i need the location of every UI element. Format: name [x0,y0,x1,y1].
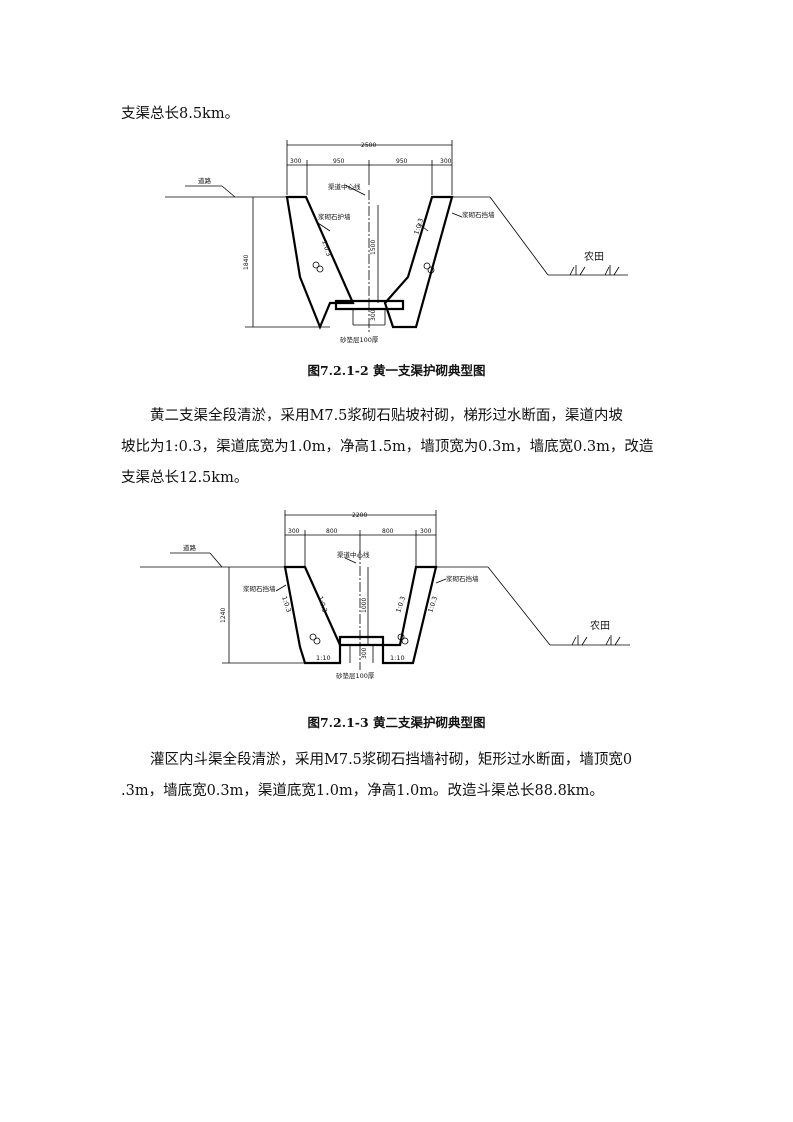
text-line: 黄二支渠全段清淤，采用M7.5浆砌石贴坡衬砌，梯形过水断面，渠道内坡 [150,408,623,424]
label-bed: 砂垫层100厚 [336,671,375,680]
text-line: 坡比为1:0.3，渠道底宽为1.0m，净高1.5m，墙顶宽为0.3m，墙底宽0.… [121,439,654,455]
body-paragraph-2: 灌区内斗渠全段清淤，采用M7.5浆砌石挡墙衬砌，矩形过水断面，墙顶宽0 .3m，… [121,745,681,807]
intro-paragraph: 支渠总长8.5km。 [121,99,681,130]
dim-total: 2200 [352,512,367,519]
label-farmland: 农田 [590,619,610,632]
dim-left-top: 300 [290,158,302,165]
figure-1-caption: 图7.2.1-2 黄一支渠护砌典型图 [307,363,486,378]
figure-1-drawing: 2500 300 950 950 300 1840 1500 300 道路 渠道… [165,140,628,344]
dim-bottom: 300 [370,309,377,321]
text-line: 灌区内斗渠全段清淤，采用M7.5浆砌石挡墙衬砌，矩形过水断面，墙顶宽0 [150,752,633,768]
label-right-wall: 浆砌石挡墙 [446,574,479,583]
label-centerline: 渠道中心线 [328,182,361,191]
dim-right-half: 800 [382,528,394,535]
label-farmland: 农田 [584,250,604,263]
body-paragraph: 黄二支渠全段清淤，采用M7.5浆砌石贴坡衬砌，梯形过水断面，渠道内坡 坡比为1:… [121,401,681,494]
label-road: 道路 [198,176,212,185]
dim-height: 1840 [243,255,250,270]
label-bed: 砂垫层100厚 [340,335,379,344]
text-line: 支渠总长8.5km。 [121,106,240,122]
text-line: .3m，墙底宽0.3m，渠道底宽1.0m，净高1.0m。改造斗渠总长88.8km… [121,783,604,799]
label-right-inner-slope: 1:0.3 [394,595,407,613]
label-left-inner-slope: 1:0.3 [316,595,329,613]
dim-left-top: 300 [288,528,300,535]
label-road: 道路 [183,543,197,552]
dim-bottom: 300 [361,647,368,659]
dim-height: 1240 [220,608,227,623]
dim-depth: 1500 [370,240,377,255]
dim-total: 2500 [361,142,376,149]
dim-left-half: 950 [333,158,345,165]
dim-right-top: 300 [440,158,452,165]
dim-right-half: 950 [396,158,408,165]
dim-right-top: 300 [420,528,432,535]
dim-left-half: 800 [326,528,338,535]
label-left-bottom: 1:10 [316,654,331,662]
label-left-wall: 浆砌石护墙 [318,212,351,221]
figure-2-caption: 图7.2.1-3 黄二支渠护砌典型图 [307,715,486,730]
label-right-bottom: 1:10 [390,654,405,662]
dim-depth: 1000 [361,598,368,613]
label-centerline: 渠道中心线 [337,550,370,559]
label-right-wall: 浆砌石挡墙 [462,210,495,219]
text-line: 支渠总长12.5km。 [121,470,249,486]
label-left-slope: 1:0.3 [320,239,333,257]
figure-2-drawing: 2200 300 800 800 300 1240 1000 300 道路 渠道… [140,510,630,680]
label-left-wall: 浆砌石挡墙 [243,584,276,593]
